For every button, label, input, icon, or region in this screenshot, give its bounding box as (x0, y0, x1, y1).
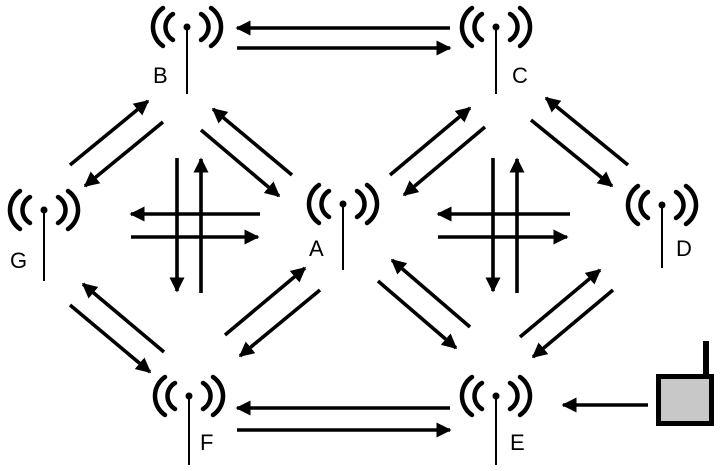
device-antenna (703, 341, 709, 377)
link-g-f (68, 282, 166, 374)
node-label-c: C (512, 63, 528, 88)
node-label-a: A (309, 236, 324, 261)
node-a: A (306, 182, 380, 270)
node-e: E (459, 374, 533, 465)
device-screen (661, 379, 709, 421)
link-a-e (376, 258, 472, 350)
antenna-icon (150, 5, 224, 94)
antenna-icon (7, 188, 81, 281)
cross-arrows-left (129, 157, 260, 293)
node-label-f: F (200, 430, 213, 455)
antenna-icon (625, 183, 699, 268)
antenna-icon (306, 182, 380, 270)
node-c: C (459, 5, 533, 94)
node-b: B (150, 5, 224, 94)
node-label-d: D (676, 236, 692, 261)
mobile-device (656, 341, 714, 426)
node-d: D (625, 183, 699, 268)
antenna-icon (459, 5, 533, 94)
link-b-g (68, 99, 165, 188)
node-label-e: E (510, 430, 525, 455)
link-f-e (235, 400, 452, 438)
node-label-g: G (10, 248, 27, 273)
link-c-d (529, 96, 630, 188)
link-a-f (223, 266, 322, 358)
cross-arrows-right (436, 157, 570, 293)
link-b-a (199, 107, 294, 198)
node-g: G (7, 188, 81, 281)
antenna-icon (459, 374, 533, 465)
node-f: F (152, 374, 226, 465)
link-c-a (388, 106, 487, 197)
link-b-c (235, 20, 452, 56)
link-d-e (518, 268, 615, 359)
node-label-b: B (153, 63, 168, 88)
antenna-icon (152, 374, 226, 465)
